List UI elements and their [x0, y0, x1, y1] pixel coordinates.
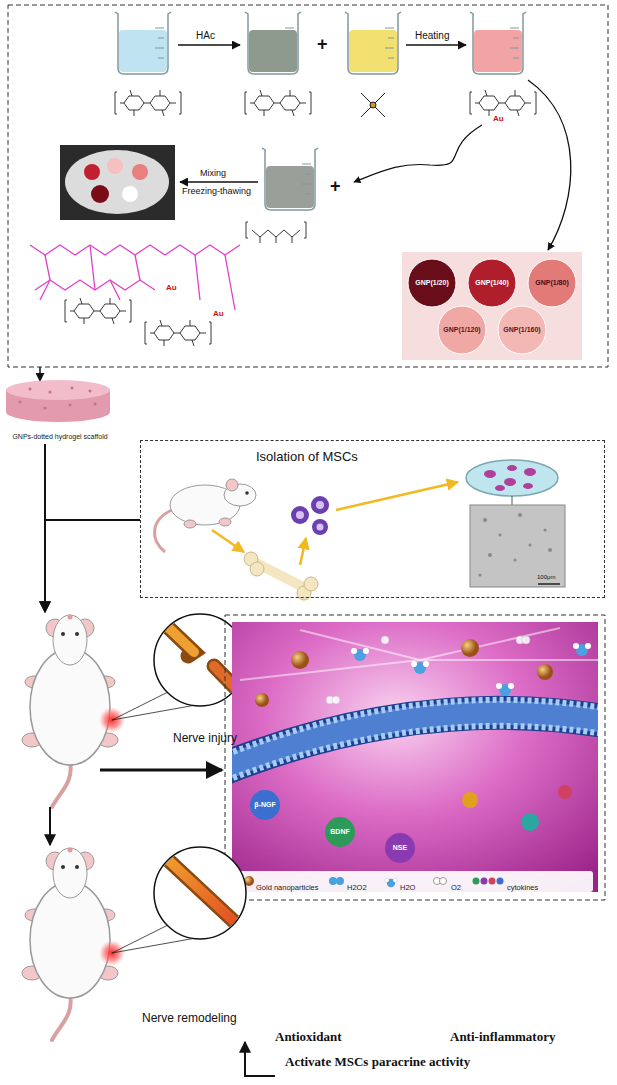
- gnp-dish: GNP(1/120): [437, 305, 487, 355]
- label-holder: Au: [212, 309, 225, 318]
- label-holder: +: [317, 34, 328, 55]
- text-label: Anti-inflammatory: [450, 1030, 555, 1045]
- label-holder: HAc: [196, 30, 215, 42]
- gnp-dish: GNP(1/160): [497, 305, 547, 355]
- text-label: Antioxidant: [275, 1030, 341, 1045]
- msc-panel: Isolation of MSCs: [140, 440, 605, 598]
- text-label: Au: [212, 309, 225, 318]
- node-text: Nerve remodeling: [142, 1012, 237, 1026]
- label-holder: Au: [165, 283, 178, 292]
- legend-item: cytokines: [507, 876, 538, 894]
- text-label: +: [330, 176, 341, 197]
- legend-item: H2O: [400, 876, 415, 894]
- label-holder: +: [330, 176, 341, 197]
- legend-item: O2: [451, 876, 461, 894]
- flow-arrow: [49, 807, 51, 845]
- gnp-dish: GNP(1/40): [467, 258, 517, 308]
- legend-text: O2: [451, 883, 461, 892]
- legend-item: Gold nanoparticles: [256, 876, 319, 894]
- node-text: Isolation of MSCs: [256, 450, 358, 465]
- flow-arrow: [45, 520, 140, 612]
- label-holder: Freezing-thawing: [182, 186, 251, 196]
- label-holder: Anti-inflammatory: [450, 1030, 555, 1045]
- label-holder: NSE: [393, 844, 407, 852]
- text-label: HAc: [196, 30, 215, 42]
- text-label: BDNF: [330, 828, 349, 836]
- legend-item: H2O2: [347, 876, 367, 894]
- label-holder: Antioxidant: [275, 1030, 341, 1045]
- node-text: GNP(1/160): [503, 326, 540, 334]
- gnp-dish: GNP(1/80): [527, 258, 577, 308]
- injury-model: Nerve injury: [8, 612, 260, 807]
- text-label: +: [317, 34, 328, 55]
- text-label: Au: [492, 114, 505, 123]
- text-label: NSE: [393, 844, 407, 852]
- text-label: 100μm: [537, 574, 555, 581]
- text-label: Heating: [415, 30, 449, 42]
- legend-text: Gold nanoparticles: [256, 883, 319, 892]
- node-text: GNP(1/40): [475, 279, 508, 287]
- legend-text: cytokines: [507, 883, 538, 892]
- text-label: Mixing: [200, 168, 226, 178]
- node-text: GNP(1/120): [443, 326, 480, 334]
- label-holder: β-NGF: [254, 801, 275, 809]
- label-holder: BDNF: [330, 828, 349, 836]
- label-holder: Mixing: [200, 168, 226, 178]
- label-holder: Au: [492, 114, 505, 123]
- node-text: GNP(1/20): [415, 279, 448, 287]
- label-holder: Activate MSCs paracrine activity: [285, 1055, 470, 1070]
- legend-text: H2O2: [347, 883, 367, 892]
- legend-text: H2O: [400, 883, 415, 892]
- gnp-dish: GNP(1/20): [407, 258, 457, 308]
- text-label: Activate MSCs paracrine activity: [285, 1055, 470, 1070]
- node-text: GNPs-dotted hydrogel scaffold: [12, 433, 107, 441]
- remodel-model: Nerve remodeling: [8, 845, 260, 1035]
- text-label: Freezing-thawing: [182, 186, 251, 196]
- hydrogel-scaffold: GNPs-dotted hydrogel scaffold: [0, 378, 120, 444]
- node-text: GNP(1/80): [535, 279, 568, 287]
- text-label: Au: [165, 283, 178, 292]
- text-label: β-NGF: [254, 801, 275, 809]
- node-text: Nerve injury: [173, 732, 237, 746]
- label-holder: 100μm: [537, 574, 555, 581]
- label-holder: Heating: [415, 30, 449, 42]
